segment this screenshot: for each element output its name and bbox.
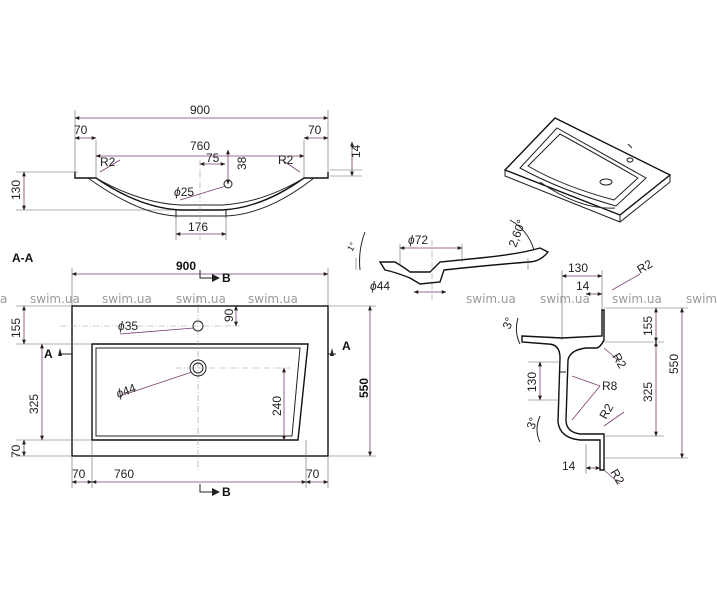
side-angle-top: 3° bbox=[500, 315, 517, 331]
drain-offset-240: 240 bbox=[270, 396, 284, 416]
plan-dim-900: 900 bbox=[176, 259, 196, 273]
side-lip-14: 14 bbox=[576, 279, 590, 293]
side-total-550: 550 bbox=[667, 354, 681, 374]
plan-bowl-760: 760 bbox=[114, 467, 134, 481]
radius-right-r2: R2 bbox=[278, 153, 294, 167]
angle-left: 1° bbox=[345, 240, 358, 253]
back-margin-155: 155 bbox=[9, 318, 23, 338]
dim-75: 75 bbox=[206, 151, 220, 165]
side-radius-top: R2 bbox=[635, 257, 656, 277]
plan-view: 900 B B ϕ35 90 ϕ44 240 A A bbox=[9, 259, 376, 499]
dim-900: 900 bbox=[190, 103, 210, 117]
radius-left-r2: R2 bbox=[100, 155, 116, 169]
outlet-dia-44: ϕ44 bbox=[370, 279, 390, 293]
drain-hole-dia-44: ϕ44 bbox=[114, 381, 138, 401]
dim-38: 38 bbox=[235, 156, 249, 170]
section-marker-a-right: A bbox=[342, 339, 351, 353]
total-depth-550: 550 bbox=[357, 378, 371, 398]
plan-left-70: 70 bbox=[72, 467, 86, 481]
bowl-depth-325: 325 bbox=[27, 394, 41, 414]
side-radius-lower: R2 bbox=[596, 401, 616, 422]
front-elevation-view: 900 70 70 760 75 R2 R2 38 14 130 bbox=[9, 103, 363, 240]
side-radius-r8: R8 bbox=[602, 379, 618, 393]
section-title: A-A bbox=[12, 251, 34, 265]
side-back-155: 155 bbox=[641, 316, 655, 336]
dim-760: 760 bbox=[190, 139, 210, 153]
watermark-2: swim.ua bbox=[102, 292, 152, 306]
watermark-1: swim.ua bbox=[30, 292, 80, 306]
dim-130: 130 bbox=[9, 180, 23, 200]
dim-176: 176 bbox=[188, 220, 208, 234]
watermark-6: swim.ua bbox=[540, 292, 590, 306]
isometric-view bbox=[503, 117, 672, 223]
section-marker-b-bottom: B bbox=[222, 485, 231, 499]
side-angle-bottom: 3° bbox=[524, 415, 541, 431]
side-height-130: 130 bbox=[525, 372, 539, 392]
watermark-5: swim.ua bbox=[466, 292, 516, 306]
section-marker-b-top: B bbox=[222, 271, 231, 285]
hole-dia-25: ϕ25 bbox=[174, 185, 194, 199]
side-bowl-325: 325 bbox=[641, 382, 655, 402]
dim-right-70: 70 bbox=[308, 123, 322, 137]
side-bottom-lip-14: 14 bbox=[562, 459, 576, 473]
watermark-4: swim.ua bbox=[248, 292, 298, 306]
side-radius-bottom: R2 bbox=[607, 467, 627, 488]
watermark-7: swim.ua bbox=[612, 292, 662, 306]
tap-offset-90: 90 bbox=[222, 308, 236, 322]
section-marker-a-left: A bbox=[44, 347, 53, 361]
drain-detail-view: 1° 2,60° ϕ72 ϕ44 bbox=[345, 218, 550, 300]
side-section-view: 130 14 R2 3° 130 3° R8 R2 R2 R2 155 bbox=[500, 257, 688, 487]
tap-hole-dia-35: ϕ35 bbox=[118, 319, 138, 333]
watermark-row: a swim.ua swim.ua swim.ua swim.ua swim.u… bbox=[0, 292, 717, 306]
watermark-3: swim.ua bbox=[176, 292, 226, 306]
plan-right-70: 70 bbox=[306, 467, 320, 481]
watermark-8: swim.ua bbox=[686, 292, 717, 306]
drain-dia-72: ϕ72 bbox=[408, 233, 428, 247]
front-margin-70: 70 bbox=[9, 444, 23, 458]
dim-left-70: 70 bbox=[74, 123, 88, 137]
watermark-fragment: a bbox=[0, 292, 7, 306]
side-radius-inner: R2 bbox=[609, 351, 629, 372]
dim-14: 14 bbox=[349, 144, 363, 158]
side-width-130: 130 bbox=[568, 261, 588, 275]
